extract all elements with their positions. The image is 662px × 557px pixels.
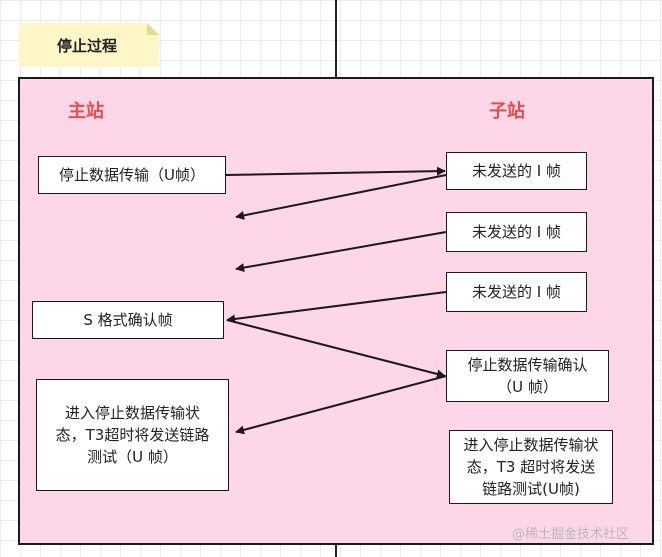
arrow-unsent-i-frame-1 — [235, 174, 447, 220]
master-state-box: 进入停止数据传输状态，T3超时将发送链路测试（U 帧） — [36, 379, 229, 491]
watermark: @稀土掘金技术社区 — [512, 527, 630, 542]
arrow-stop-confirm — [235, 375, 447, 435]
unsent-i-frame-text-1: 未发送的 I 帧 — [472, 162, 561, 180]
stop-request-text: 停止数据传输（U帧） — [59, 166, 205, 184]
slave-state-box: 进入停止数据传输状态，T3 超时将发送链路测试(U帧) — [449, 430, 613, 504]
unsent-i-frame-box-2: 未发送的 I 帧 — [446, 212, 587, 252]
s-frame-text: S 格式确认帧 — [83, 311, 173, 329]
unsent-i-frame-text-3: 未发送的 I 帧 — [472, 283, 561, 301]
unsent-i-frame-box-1: 未发送的 I 帧 — [446, 152, 587, 190]
stop-confirm-text: 停止数据传输确认（U 帧） — [467, 356, 588, 396]
title-note: 停止过程 — [19, 23, 159, 67]
unsent-i-frame-text-2: 未发送的 I 帧 — [472, 223, 561, 241]
s-frame-box: S 格式确认帧 — [32, 301, 224, 339]
arrow-s-frame — [226, 319, 446, 379]
master-state-text: 进入停止数据传输状态，T3超时将发送链路测试（U 帧） — [55, 404, 210, 466]
unsent-i-frame-box-3: 未发送的 I 帧 — [446, 272, 587, 312]
master-label: 主站 — [68, 101, 104, 122]
slave-label: 子站 — [489, 101, 525, 122]
arrow-stop-request — [225, 166, 446, 176]
stop-request-box: 停止数据传输（U帧） — [38, 156, 226, 194]
stop-confirm-box: 停止数据传输确认（U 帧） — [446, 350, 609, 402]
arrow-unsent-i-frame-3 — [226, 291, 447, 324]
slave-state-text: 进入停止数据传输状态，T3 超时将发送链路测试(U帧) — [463, 436, 599, 498]
note-title: 停止过程 — [57, 36, 118, 55]
arrow-unsent-i-frame-2 — [235, 231, 447, 273]
